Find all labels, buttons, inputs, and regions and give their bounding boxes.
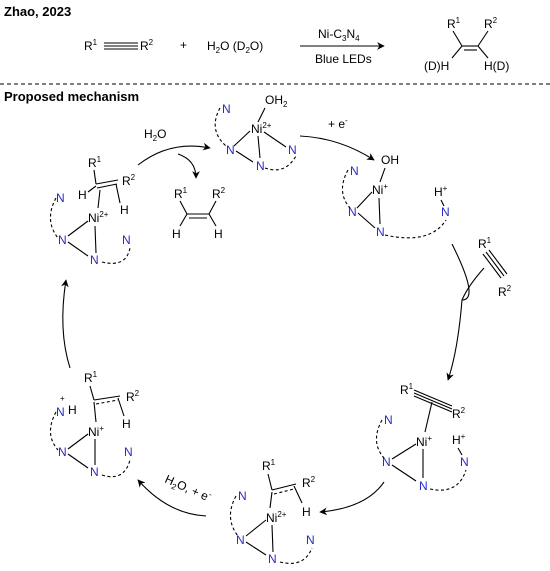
svg-text:Ni2+: Ni2+: [251, 121, 272, 136]
svg-text:Ni+: Ni+: [416, 434, 432, 449]
svg-text:OH2: OH2: [265, 93, 288, 109]
svg-text:R2: R2: [484, 16, 498, 31]
svg-text:R2: R2: [452, 406, 466, 421]
svg-text:R1: R1: [262, 458, 276, 473]
svg-text:Ni+: Ni+: [88, 424, 104, 439]
svg-text:H(D): H(D): [484, 59, 509, 73]
arrow-alkyne-in: [461, 267, 485, 301]
svg-text:H: H: [78, 188, 87, 202]
arrow-release-alkene: [177, 153, 200, 179]
arrow-a-to-b: [299, 135, 375, 161]
svg-text:N: N: [222, 102, 231, 116]
svg-text:H: H: [302, 505, 311, 519]
svg-text:N: N: [306, 533, 315, 547]
svg-text:H: H: [172, 227, 181, 241]
arrow-c-to-d: [319, 481, 385, 516]
svg-text:Ni+: Ni+: [372, 182, 388, 197]
svg-text:R1: R1: [447, 16, 461, 31]
svg-text:H: H: [122, 417, 131, 431]
catalyst-label: Ni-C3N4: [318, 27, 360, 43]
svg-text:Ni2+: Ni2+: [266, 510, 287, 525]
svg-text:R2: R2: [122, 173, 136, 188]
product-alkene: R1 R2 (D)H H(D): [424, 16, 509, 73]
svg-text:N: N: [58, 233, 67, 247]
svg-text:(D)H: (D)H: [424, 59, 449, 73]
alkyne-triple-bond: [104, 42, 138, 50]
svg-text:H+: H+: [452, 432, 466, 447]
svg-text:N: N: [226, 143, 235, 157]
overall-reaction: R1 R2 + H2O (D2O) Ni-C3N4 Blue LEDs R1 R…: [84, 16, 509, 73]
reference-title: Zhao, 2023: [4, 4, 71, 19]
svg-text:R1: R1: [478, 236, 492, 251]
svg-text:N: N: [122, 233, 131, 247]
svg-text:Ni2+: Ni2+: [88, 210, 109, 225]
svg-text:R1: R1: [174, 186, 188, 201]
svg-text:N: N: [350, 164, 359, 178]
svg-text:N: N: [348, 205, 357, 219]
complex-ni-alkyne: R1 R2 Ni+ N N N N H+: [375, 382, 469, 493]
svg-text:OH: OH: [381, 153, 399, 167]
svg-text:N: N: [384, 413, 393, 427]
water-reagent: H2O (D2O): [207, 39, 263, 55]
arrow-b-to-c: [446, 243, 470, 381]
svg-text:N: N: [256, 159, 265, 173]
svg-text:H: H: [214, 227, 223, 241]
conditions-label: Blue LEDs: [315, 52, 372, 66]
svg-text:N: N: [382, 455, 391, 469]
reactant-r1: R1: [84, 38, 98, 53]
label-water-electron: H2O, + e-: [162, 471, 214, 507]
svg-text:R2: R2: [212, 186, 226, 201]
svg-text:R2: R2: [498, 284, 512, 299]
svg-text:N: N: [460, 455, 469, 469]
complex-ni-vinyl: R1 R2 H Ni2+ N N N N: [229, 458, 316, 566]
complex-ni-hydroxo: OH Ni+ N N N N H+: [341, 153, 450, 239]
svg-text:R2: R2: [302, 475, 316, 490]
alkyne-substrate: R1 R2: [478, 236, 512, 299]
arrow-e-to-f: [61, 279, 71, 369]
svg-text:R2: R2: [126, 389, 140, 404]
complex-ni-alkene: R1 R2 H H Ni2+ N N N N: [49, 155, 136, 267]
svg-text:N: N: [90, 465, 99, 479]
svg-text:N: N: [441, 205, 450, 219]
svg-text:H: H: [120, 203, 129, 217]
label-water-top: H2O: [144, 127, 166, 143]
svg-text:N: N: [56, 405, 65, 419]
arrow-d-to-e: [137, 479, 207, 517]
svg-text:N: N: [58, 445, 67, 459]
svg-text:N: N: [419, 479, 428, 493]
arrow-f-to-a: [137, 142, 211, 166]
svg-text:R1: R1: [400, 382, 414, 397]
svg-text:H: H: [68, 403, 77, 417]
mechanism-title: Proposed mechanism: [4, 89, 139, 104]
svg-text:N: N: [376, 225, 385, 239]
svg-text:R1: R1: [88, 155, 102, 170]
svg-text:N: N: [236, 533, 245, 547]
complex-ni-vinyl-protonated: R1 R2 H Ni+ + N H N N N: [49, 370, 140, 479]
released-alkene: R1 R2 H H: [172, 186, 226, 241]
svg-text:H+: H+: [434, 184, 448, 199]
svg-text:N: N: [90, 253, 99, 267]
svg-text:R1: R1: [84, 370, 98, 385]
plus-sign: +: [180, 38, 187, 52]
svg-text:N: N: [288, 143, 297, 157]
svg-text:N: N: [268, 552, 277, 566]
reactant-r2: R2: [140, 38, 154, 53]
svg-text:N: N: [56, 191, 65, 205]
svg-text:N: N: [124, 445, 133, 459]
complex-ni-aqua: OH2 Ni2+ N N N N: [214, 93, 297, 173]
svg-text:+: +: [60, 394, 65, 403]
svg-text:N: N: [238, 489, 247, 503]
label-electron: + e-: [328, 116, 348, 131]
